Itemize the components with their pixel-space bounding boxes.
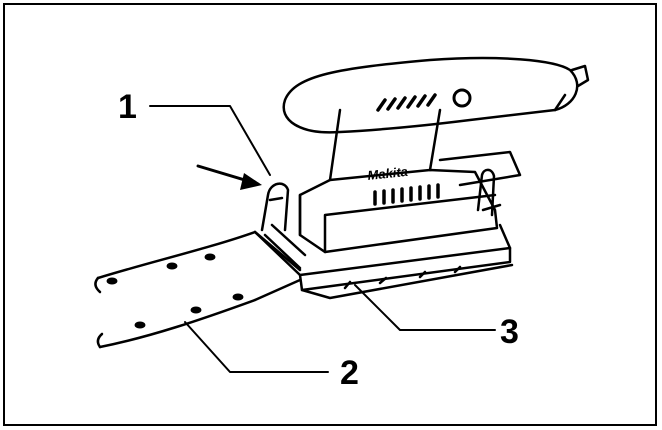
leader-lines [149, 105, 496, 373]
vent-slots [373, 183, 440, 206]
power-switch [452, 88, 472, 108]
callout-1: 1 [118, 88, 137, 126]
sander-handle [282, 56, 590, 134]
callout-2: 2 [340, 354, 359, 392]
paper-clamp-lever [260, 182, 307, 270]
base-pad [253, 223, 514, 300]
press-direction-arrow [196, 164, 262, 190]
rear-paper-clamp [476, 168, 502, 217]
motor-housing [298, 108, 522, 254]
brand-logo: Makita [367, 164, 409, 183]
paper-dust-holes [106, 253, 244, 329]
sanding-paper [94, 230, 302, 349]
grip-ridges [376, 93, 437, 112]
callout-3: 3 [500, 313, 519, 351]
